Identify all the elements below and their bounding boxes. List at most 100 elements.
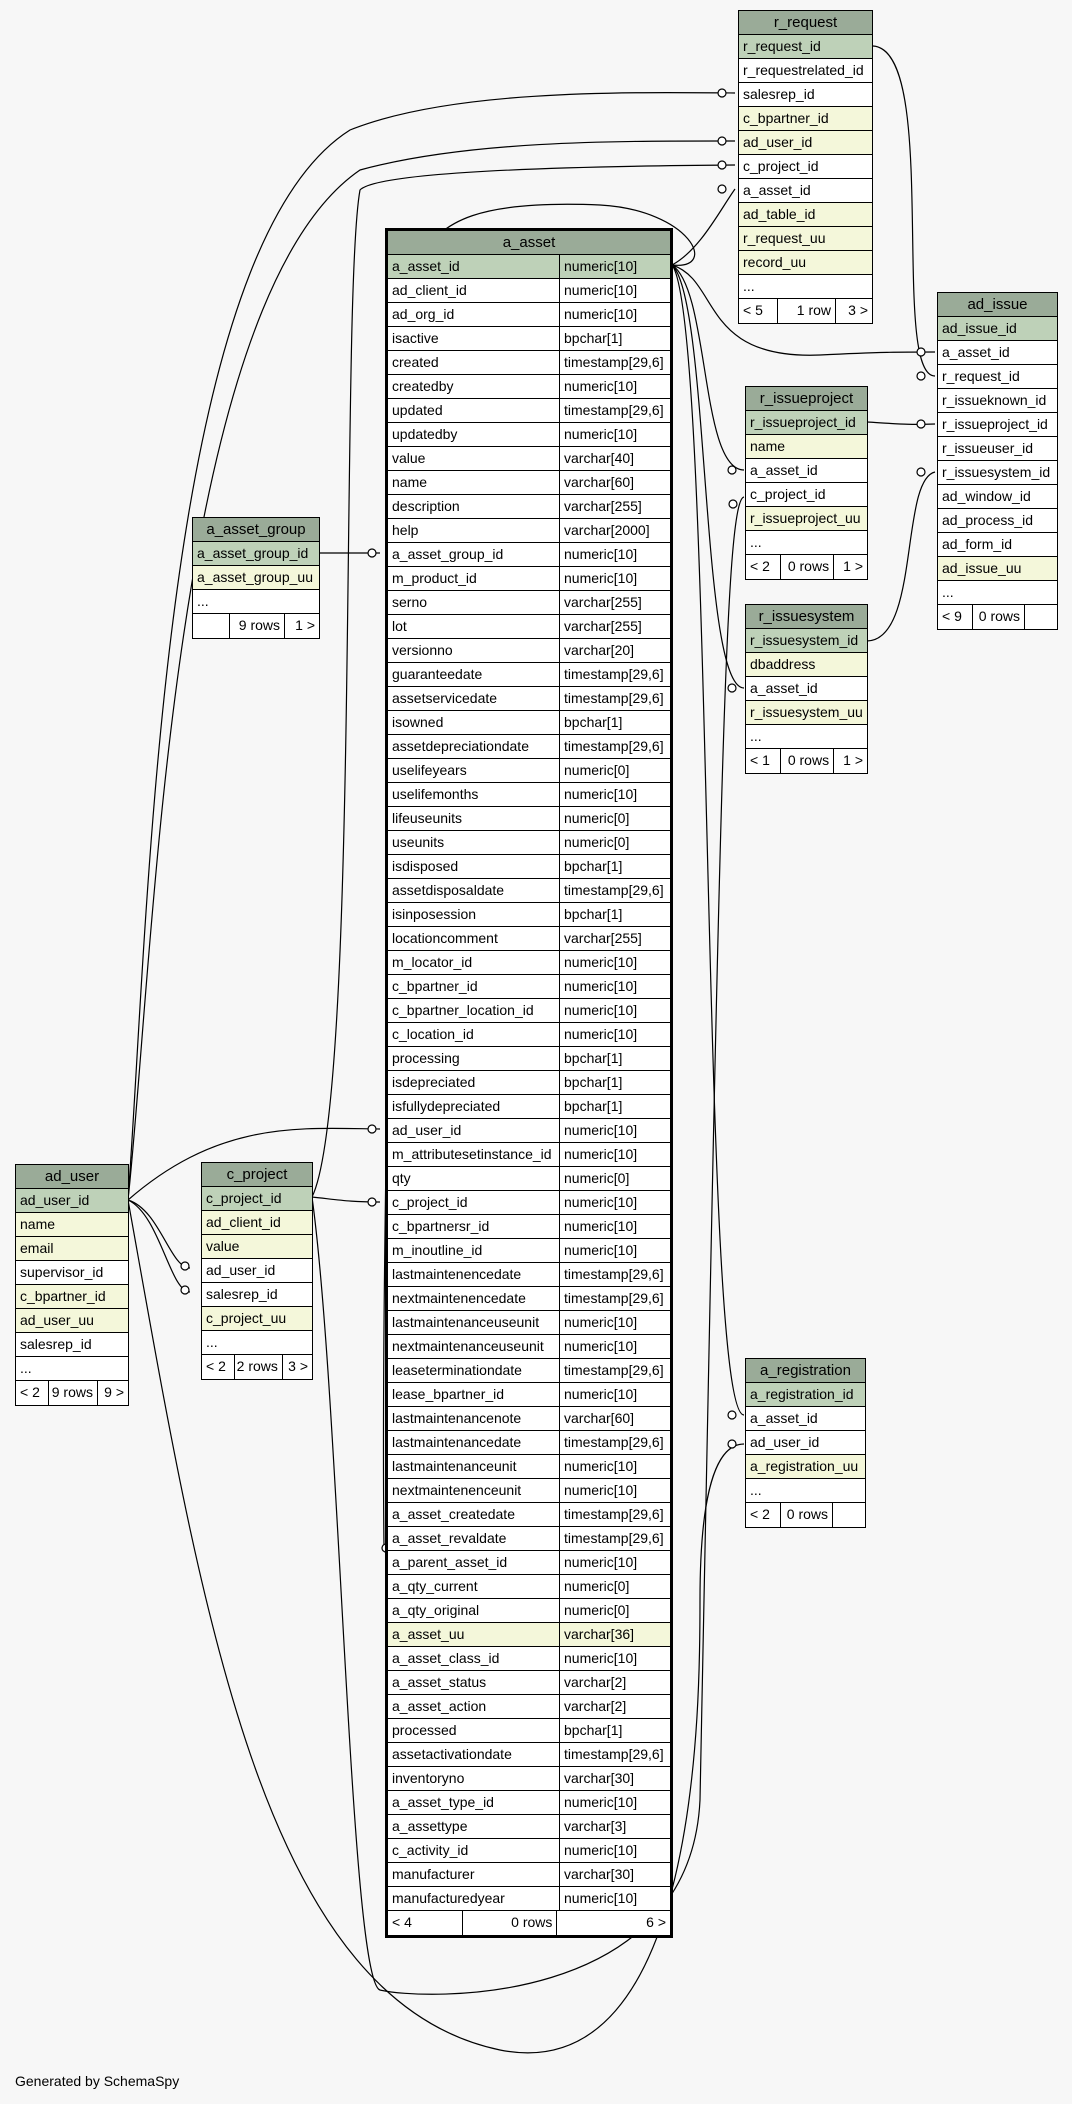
column-row[interactable]: ad_issue_id [938, 317, 1057, 341]
column-row[interactable]: ... [746, 531, 867, 555]
column-row[interactable]: salesrep_id [16, 1333, 128, 1357]
column-row[interactable]: salesrep_id [202, 1283, 312, 1307]
column-row[interactable]: ... [746, 725, 867, 749]
column-row[interactable]: salesrep_id [739, 83, 872, 107]
column-row[interactable]: record_uu [739, 251, 872, 275]
column-row[interactable]: a_asset_group_uu [193, 566, 319, 590]
column-row[interactable]: name [16, 1213, 128, 1237]
column-row[interactable]: r_issueproject_id [938, 413, 1057, 437]
column-row[interactable]: a_asset_id [938, 341, 1057, 365]
column-row[interactable]: r_issueknown_id [938, 389, 1057, 413]
column-row[interactable]: c_bpartner_id [16, 1285, 128, 1309]
column-row[interactable]: ad_user_id [746, 1431, 865, 1455]
column-row[interactable]: ... [16, 1357, 128, 1381]
column-row[interactable]: r_request_uu [739, 227, 872, 251]
column-row[interactable]: c_project_id [746, 483, 867, 507]
column-row[interactable]: ... [746, 1479, 865, 1503]
column-row[interactable]: r_request_id [938, 365, 1057, 389]
column-row[interactable]: ad_user_id [739, 131, 872, 155]
column-row[interactable]: a_asset_id [746, 677, 867, 701]
column-row[interactable]: a_registration_id [746, 1383, 865, 1407]
column-row[interactable]: value [202, 1235, 312, 1259]
column-row[interactable]: r_issuesystem_uu [746, 701, 867, 725]
column-row[interactable]: a_asset_group_id [193, 542, 319, 566]
column-row[interactable]: c_bpartner_id [739, 107, 872, 131]
column-row[interactable]: supervisor_id [16, 1261, 128, 1285]
column-row[interactable]: ad_table_id [739, 203, 872, 227]
column-row[interactable]: ad_client_id [202, 1211, 312, 1235]
column-row[interactable]: dbaddress [746, 653, 867, 677]
column-row[interactable]: a_asset_id [739, 179, 872, 203]
column-row[interactable]: ad_process_id [938, 509, 1057, 533]
column-row[interactable]: r_issueproject_uu [746, 507, 867, 531]
column-row[interactable]: c_project_id [739, 155, 872, 179]
column-row[interactable]: c_project_uu [202, 1307, 312, 1331]
column-row[interactable]: ... [938, 581, 1057, 605]
column-row[interactable]: ... [193, 590, 319, 614]
column-row[interactable]: r_issuesystem_id [938, 461, 1057, 485]
column-row[interactable]: c_project_id [202, 1187, 312, 1211]
column-row[interactable]: r_issueproject_id [746, 411, 867, 435]
column-row[interactable]: ad_window_id [938, 485, 1057, 509]
column-row[interactable]: ad_issue_uu [938, 557, 1057, 581]
column-row[interactable]: a_asset_id [746, 1407, 865, 1431]
column-row[interactable]: ad_user_id [202, 1259, 312, 1283]
column-row[interactable]: ... [739, 275, 872, 299]
